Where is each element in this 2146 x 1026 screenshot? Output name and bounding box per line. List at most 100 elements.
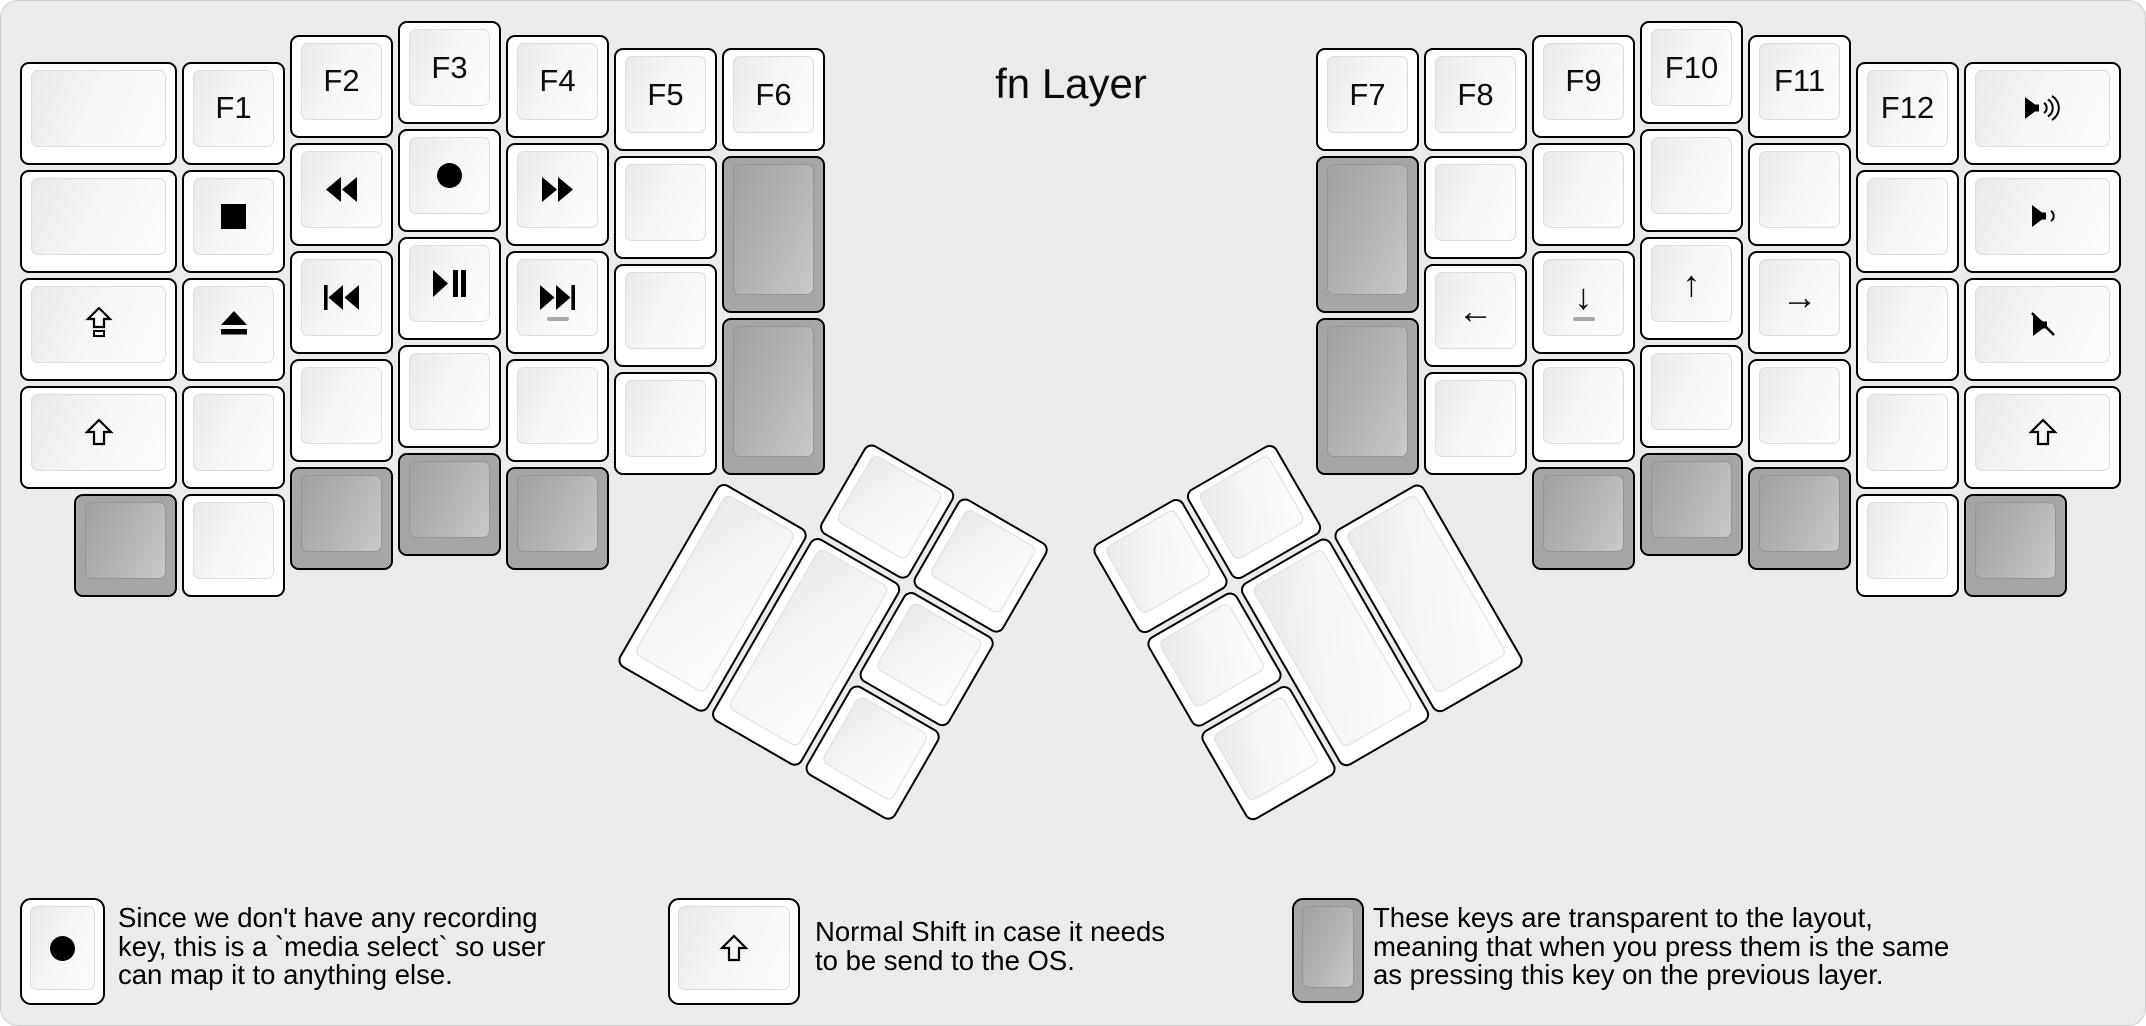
key-transparent[interactable] xyxy=(1316,318,1419,475)
key-transparent[interactable] xyxy=(1964,493,2067,597)
key-f2[interactable]: F2 xyxy=(290,34,393,138)
legend-text-line: These keys are transparent to the layout… xyxy=(1373,902,1873,933)
record-icon xyxy=(49,935,76,962)
next-track-icon xyxy=(540,284,575,310)
keycap-top xyxy=(1543,366,1624,444)
key-transparent[interactable] xyxy=(398,453,501,556)
key-blank[interactable] xyxy=(1748,142,1851,246)
key-label: F8 xyxy=(1457,76,1494,112)
key-transparent[interactable] xyxy=(722,318,825,475)
key-f8[interactable]: F8 xyxy=(1424,48,1527,151)
key-stop[interactable] xyxy=(182,169,285,273)
key-f11[interactable]: F11 xyxy=(1748,34,1851,138)
key-blank[interactable] xyxy=(1856,493,1959,597)
key-f3[interactable]: F3 xyxy=(398,21,501,124)
key-transparent[interactable] xyxy=(1532,466,1635,570)
mute-icon xyxy=(2026,307,2060,341)
key-blank[interactable] xyxy=(1640,345,1743,448)
key-shift[interactable] xyxy=(1964,385,2121,489)
key-transparent[interactable] xyxy=(1316,156,1419,313)
keycap-top xyxy=(1302,906,1354,988)
eject-icon xyxy=(219,311,249,337)
key-blank[interactable] xyxy=(506,358,609,462)
key-transparent[interactable] xyxy=(1640,453,1743,556)
key-shift[interactable] xyxy=(20,385,177,489)
key-transparent[interactable] xyxy=(74,493,177,597)
legend-key-record xyxy=(20,898,105,1005)
key-f12[interactable]: F12 xyxy=(1856,61,1959,165)
key-blank[interactable] xyxy=(20,61,177,165)
key-blank[interactable] xyxy=(1748,358,1851,462)
key-transparent[interactable] xyxy=(290,466,393,570)
keycap-top: F10 xyxy=(1651,29,1732,106)
key-f7[interactable]: F7 xyxy=(1316,48,1419,151)
key-blank[interactable] xyxy=(614,156,717,259)
key-arrow-down[interactable]: ↓ xyxy=(1532,250,1635,354)
key-transparent[interactable] xyxy=(506,466,609,570)
key-caps-lock[interactable] xyxy=(20,277,177,381)
key-volume-up[interactable] xyxy=(1964,61,2121,165)
key-f1[interactable]: F1 xyxy=(182,61,285,165)
key-blank[interactable] xyxy=(182,385,285,489)
prev-track-icon xyxy=(324,284,359,310)
key-blank[interactable] xyxy=(1856,277,1959,381)
key-blank[interactable] xyxy=(1532,358,1635,462)
key-f6[interactable]: F6 xyxy=(722,48,825,151)
key-f4[interactable]: F4 xyxy=(506,34,609,138)
key-blank[interactable] xyxy=(182,493,285,597)
keycap-top xyxy=(1327,326,1408,457)
key-fast-forward[interactable] xyxy=(506,142,609,246)
key-blank[interactable] xyxy=(1640,129,1743,232)
key-blank[interactable] xyxy=(614,264,717,367)
keycap-top xyxy=(1867,393,1948,471)
key-next-track[interactable] xyxy=(506,250,609,354)
key-play-pause[interactable] xyxy=(398,237,501,340)
key-blank[interactable] xyxy=(1532,142,1635,246)
key-label: F10 xyxy=(1664,49,1719,85)
keycap-top: F1 xyxy=(193,69,274,147)
legend-text-line: Since we don't have any recording xyxy=(118,902,538,933)
key-blank[interactable] xyxy=(1856,385,1959,489)
keycap-top xyxy=(85,501,166,579)
keycap-top xyxy=(1975,177,2110,255)
key-blank[interactable] xyxy=(614,372,717,475)
key-arrow-up[interactable]: ↑ xyxy=(1640,237,1743,340)
key-mute[interactable] xyxy=(1964,277,2121,381)
layer-title: fn Layer xyxy=(995,60,1147,107)
key-f5[interactable]: F5 xyxy=(614,48,717,151)
key-blank[interactable] xyxy=(1856,169,1959,273)
legend-text: These keys are transparent to the layout… xyxy=(1373,902,1949,990)
key-transparent[interactable] xyxy=(722,156,825,313)
key-label: F6 xyxy=(755,76,792,112)
legend-text-line: can map it to anything else. xyxy=(118,959,453,990)
keycap-top: F4 xyxy=(517,42,598,120)
key-prev-track[interactable] xyxy=(290,250,393,354)
key-arrow-right[interactable]: → xyxy=(1748,250,1851,354)
key-f9[interactable]: F9 xyxy=(1532,34,1635,138)
keycap-top xyxy=(301,474,382,552)
key-record[interactable] xyxy=(398,129,501,232)
key-transparent[interactable] xyxy=(1748,466,1851,570)
keycap-top xyxy=(678,906,790,990)
key-label: F12 xyxy=(1880,90,1935,125)
keycap-top: ↑ xyxy=(1651,245,1732,322)
keycap-top xyxy=(517,366,598,444)
keycap-top xyxy=(1975,501,2056,579)
key-blank[interactable] xyxy=(398,345,501,448)
key-blank[interactable] xyxy=(290,358,393,462)
key-rewind[interactable] xyxy=(290,142,393,246)
keycap-top xyxy=(301,258,382,336)
keycap-top: ↓ xyxy=(1543,258,1624,336)
key-blank[interactable] xyxy=(20,169,177,273)
key-eject[interactable] xyxy=(182,277,285,381)
keycap-top xyxy=(193,501,274,579)
key-volume-down[interactable] xyxy=(1964,169,2121,273)
keycap-top xyxy=(31,393,166,471)
key-blank[interactable] xyxy=(1424,372,1527,475)
key-f10[interactable]: F10 xyxy=(1640,21,1743,124)
keycap-top: F12 xyxy=(1867,69,1948,147)
key-blank[interactable] xyxy=(1424,156,1527,259)
key-arrow-left[interactable]: ← xyxy=(1424,264,1527,367)
shift-icon xyxy=(83,418,114,446)
homing-bar xyxy=(1572,317,1595,321)
